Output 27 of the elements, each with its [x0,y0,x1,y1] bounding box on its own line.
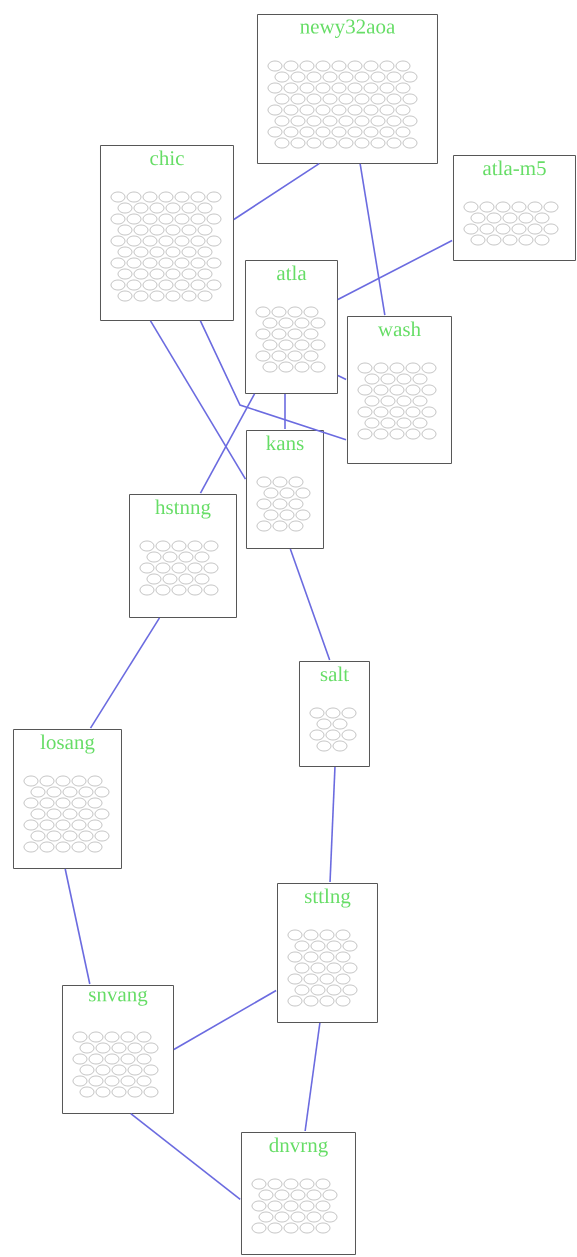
router-box: salt [299,661,370,767]
router-box: newy32aoa [257,14,438,164]
link-line [337,239,453,301]
router-box: losang [13,729,122,869]
link-line [199,320,347,441]
router-box: sttlng [277,883,378,1023]
link-line [199,393,256,494]
link-line [284,393,286,430]
link-line [304,1022,321,1132]
link-line [289,548,331,661]
router-box: hstnng [129,494,237,618]
router-box: snvang [62,985,174,1114]
link-line [130,1112,241,1201]
link-line [329,766,336,883]
link-line [233,162,320,221]
router-box: wash [347,316,452,464]
router-box: atla [245,260,338,394]
link-line [173,989,277,1051]
router-box: atla-m5 [453,155,576,261]
router-box: kans [246,430,324,549]
link-line [89,617,161,729]
link-line [64,868,91,985]
link-line [337,374,347,381]
router-box: chic [100,145,234,321]
link-line [359,163,386,316]
link-line [149,320,247,480]
router-box: dnvrng [241,1132,356,1255]
